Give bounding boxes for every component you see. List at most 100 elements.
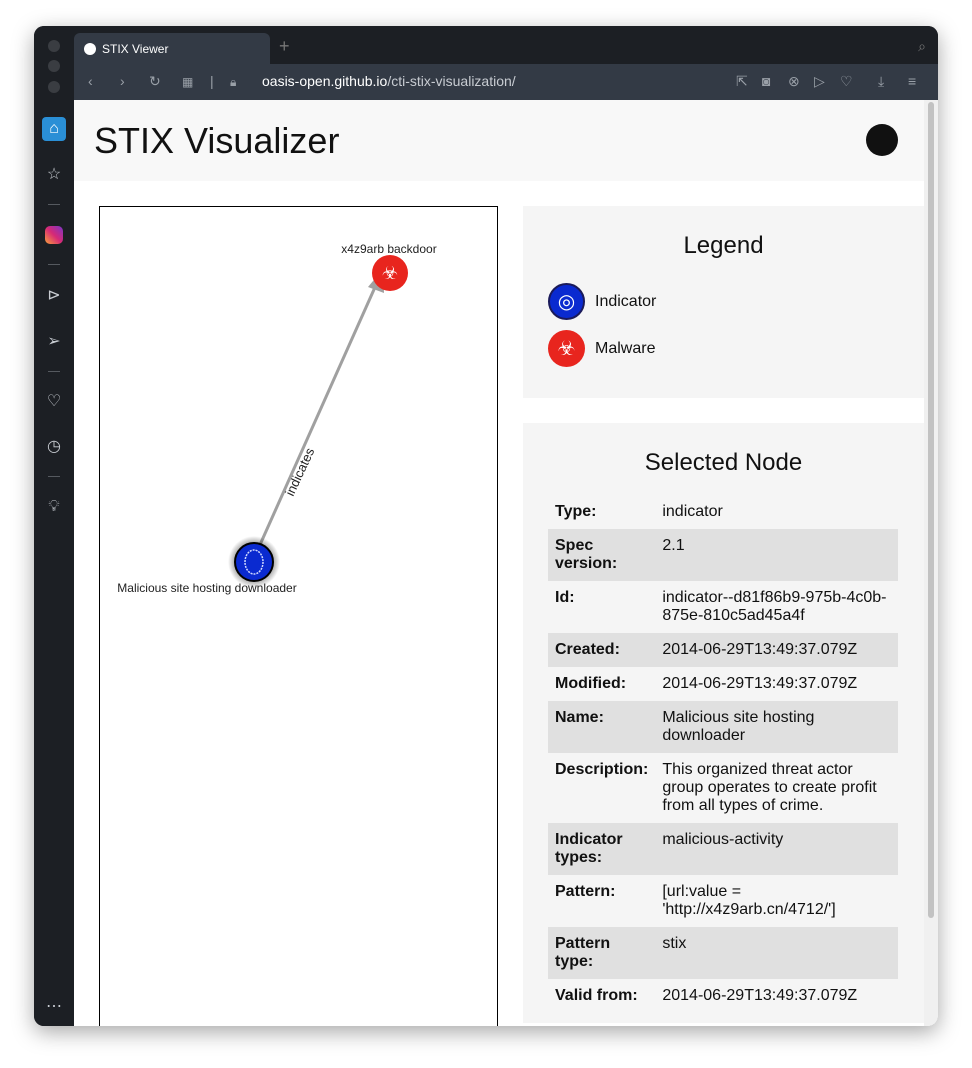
graph-svg: indicates ☣ x4z9arb backdoor Malicious s…	[117, 242, 436, 595]
instagram-icon[interactable]	[42, 223, 66, 247]
table-row: Id:indicator--d81f86b9-975b-4c0b-875e-81…	[548, 581, 898, 633]
heart-icon[interactable]: ♡	[840, 73, 853, 89]
property-name: Name:	[555, 709, 604, 726]
address-bar: ‹ › ↻ ▦ | 🔒︎ oasis-open.github.io/cti-st…	[74, 64, 938, 100]
fingerprint-icon	[244, 549, 264, 575]
github-icon[interactable]	[866, 124, 898, 156]
table-row: Spec version: 2.1	[548, 529, 898, 581]
property-value: 2.1	[662, 537, 685, 554]
heart-icon[interactable]: ♡	[46, 393, 62, 410]
tab-bar: STIX Viewer + ⌕	[74, 26, 938, 64]
url-host: oasis-open.github.io	[262, 73, 388, 89]
window-maximize-button[interactable]	[48, 81, 60, 93]
table-row: Type: indicator	[548, 495, 898, 529]
new-tab-button[interactable]: +	[279, 36, 290, 56]
selected-node-title: Selected Node	[644, 449, 803, 476]
property-value: This organized threat actor group operat…	[662, 761, 877, 814]
browser-window: ⌂ ☆ ⊳ ➢ ♡ ◷ 💡︎ ⋯ STIX Viewer + ⌕ ‹ › ↻ ▦…	[34, 26, 938, 1026]
settings-icon[interactable]: ≡	[908, 73, 917, 89]
scrollbar[interactable]	[924, 100, 938, 1026]
table-row: Created: 2014-06-29T13:49:37.079Z	[548, 633, 898, 667]
property-value: [url:value = 'http://x4z9arb.cn/4712/']	[662, 883, 836, 918]
property-name: Description:	[555, 761, 649, 778]
window-close-button[interactable]	[48, 40, 60, 52]
legend-item-malware: ☣ Malware	[548, 330, 655, 367]
download-icon[interactable]: ⤓	[878, 73, 885, 89]
property-name: Created:	[555, 641, 620, 658]
property-value: indicator	[662, 503, 723, 520]
page-header: STIX Visualizer	[74, 100, 924, 181]
tab-stix-viewer[interactable]: STIX Viewer	[74, 33, 270, 64]
table-row: Indicator types: malicious-activity	[548, 823, 898, 875]
send-icon[interactable]: ▷	[814, 73, 825, 89]
property-value: malicious-activity	[662, 831, 784, 848]
speed-dial-icon[interactable]: ▦	[182, 75, 194, 89]
biohazard-icon: ☣	[548, 330, 585, 367]
property-value: indicator--d81f86b9-975b-4c0b-875e-810c5…	[662, 589, 887, 624]
player-icon[interactable]: ⊳	[47, 287, 61, 304]
property-name: Pattern type:	[555, 935, 611, 970]
window-minimize-button[interactable]	[48, 60, 60, 72]
edge-label: indicates	[282, 445, 317, 498]
property-value: Malicious site hosting downloader	[662, 709, 815, 744]
legend-label: Indicator	[595, 292, 657, 310]
property-name: Indicator types:	[555, 831, 623, 866]
table-row: Modified: 2014-06-29T13:49:37.079Z	[548, 667, 898, 701]
property-value: stix	[662, 935, 687, 952]
legend-title: Legend	[683, 232, 764, 259]
url-path: /cti-stix-visualization/	[387, 73, 516, 89]
property-name: Spec version:	[555, 537, 618, 572]
indicator-node[interactable]	[234, 542, 274, 582]
malware-node[interactable]	[372, 255, 408, 291]
divider: |	[210, 73, 214, 89]
table-row: Pattern: [url:value = 'http://x4z9arb.cn/…	[548, 875, 898, 927]
page-title: STIX Visualizer	[94, 120, 340, 161]
divider	[48, 204, 60, 205]
table-row: Valid from: 2014-06-29T13:49:37.079Z	[548, 979, 898, 1013]
lightbulb-icon[interactable]: 💡︎	[48, 498, 60, 515]
share-icon[interactable]: ⇱	[736, 73, 748, 89]
legend-panel: Legend ◎ Indicator ☣ Malware	[523, 206, 924, 398]
url-field[interactable]: oasis-open.github.io/cti-stix-visualizat…	[262, 73, 516, 89]
property-value: 2014-06-29T13:49:37.079Z	[662, 641, 858, 658]
table-row: Description: This organized threat actor …	[548, 753, 898, 823]
property-name: Valid from:	[555, 987, 638, 1004]
home-icon[interactable]: ⌂	[42, 117, 66, 141]
history-icon[interactable]: ◷	[47, 438, 61, 455]
page-content: STIX Visualizer indicates ☣ x4z9arb back…	[74, 100, 938, 1026]
forward-icon[interactable]: ›	[120, 73, 125, 89]
fingerprint-icon: ◎	[548, 283, 585, 320]
adblock-icon[interactable]: ⊗	[788, 73, 800, 89]
divider	[48, 371, 60, 372]
property-name: Type:	[555, 503, 597, 520]
table-row: Name: Malicious site hosting downloader	[548, 701, 898, 753]
camera-icon[interactable]: ◙	[762, 73, 771, 89]
biohazard-icon: ☣	[382, 263, 398, 283]
divider	[48, 476, 60, 477]
legend-label: Malware	[595, 339, 656, 357]
property-value: 2014-06-29T13:49:37.079Z	[662, 987, 858, 1004]
search-tabs-icon[interactable]: ⌕	[918, 38, 926, 54]
property-value: 2014-06-29T13:49:37.079Z	[662, 675, 858, 692]
more-icon[interactable]: ⋯	[46, 998, 62, 1015]
legend-item-indicator: ◎ Indicator	[548, 283, 656, 320]
malware-node-label: x4z9arb backdoor	[341, 242, 436, 256]
scrollbar-thumb[interactable]	[928, 102, 934, 918]
edge-line	[257, 284, 378, 548]
property-name: Pattern:	[555, 883, 616, 900]
lock-icon[interactable]: 🔒︎	[230, 75, 237, 89]
property-name: Modified:	[555, 675, 627, 692]
table-row: Pattern type: stix	[548, 927, 898, 979]
star-icon[interactable]: ☆	[46, 166, 62, 183]
browser-sidebar: ⌂ ☆ ⊳ ➢ ♡ ◷ 💡︎ ⋯	[34, 26, 74, 1026]
indicator-node-label: Malicious site hosting downloader	[117, 581, 296, 595]
back-icon[interactable]: ‹	[88, 73, 93, 89]
send-icon[interactable]: ➢	[47, 333, 61, 350]
tab-title: STIX Viewer	[102, 41, 169, 56]
graph-canvas[interactable]: indicates ☣ x4z9arb backdoor Malicious s…	[99, 206, 498, 1026]
reload-icon[interactable]: ↻	[149, 73, 161, 89]
globe-icon	[84, 42, 96, 55]
divider	[48, 264, 60, 265]
